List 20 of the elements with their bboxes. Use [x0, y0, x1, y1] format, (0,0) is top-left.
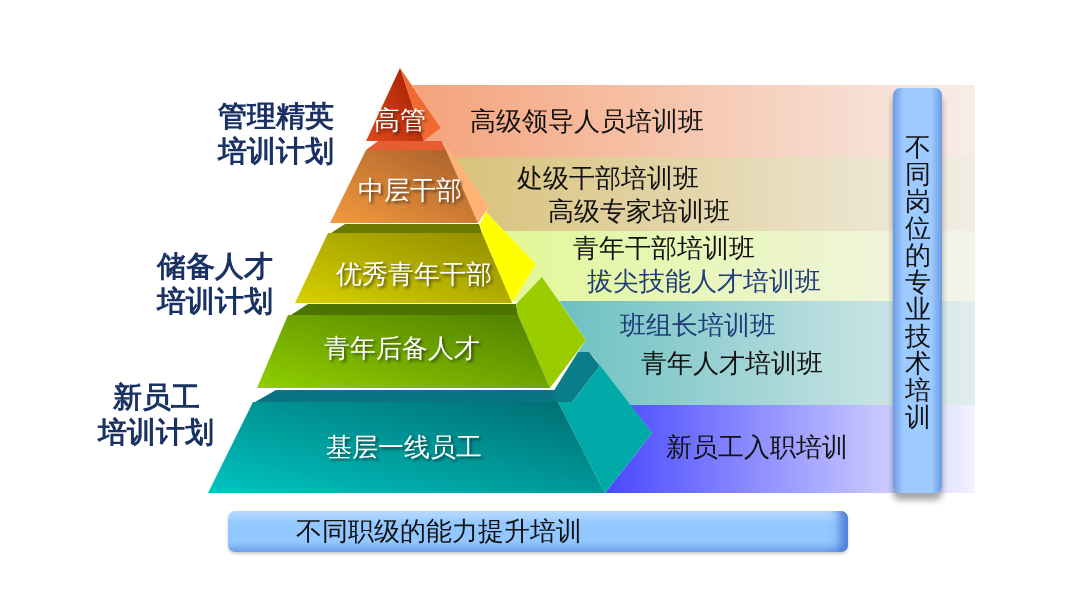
banner-label: 不同岗位的专业技术培训 — [904, 134, 932, 431]
plan-label: 新员工培训计划 — [98, 380, 214, 450]
banner-label: 不同职级的能力提升培训 — [296, 518, 582, 544]
tier-label: 优秀青年干部 — [336, 261, 492, 287]
course-label: 高级领导人员培训班 — [470, 108, 704, 134]
tier-label: 中层干部 — [358, 177, 462, 203]
course-label: 处级干部培训班 — [517, 165, 699, 191]
vertical-banner — [893, 88, 942, 493]
course-label: 青年干部培训班 — [573, 235, 755, 261]
horizontal-banner — [228, 511, 848, 552]
course-label: 拔尖技能人才培训班 — [587, 268, 821, 294]
plan-label: 管理精英培训计划 — [218, 99, 334, 169]
plan-label: 储备人才培训计划 — [157, 249, 273, 319]
course-label: 青年人才培训班 — [641, 350, 823, 376]
tier-label: 高管 — [374, 107, 426, 133]
course-label: 高级专家培训班 — [548, 198, 730, 224]
course-label: 班组长培训班 — [620, 312, 776, 338]
course-label: 新员工入职培训 — [666, 434, 848, 460]
tier-label: 基层一线员工 — [326, 434, 482, 460]
tier-label: 青年后备人才 — [324, 335, 480, 361]
